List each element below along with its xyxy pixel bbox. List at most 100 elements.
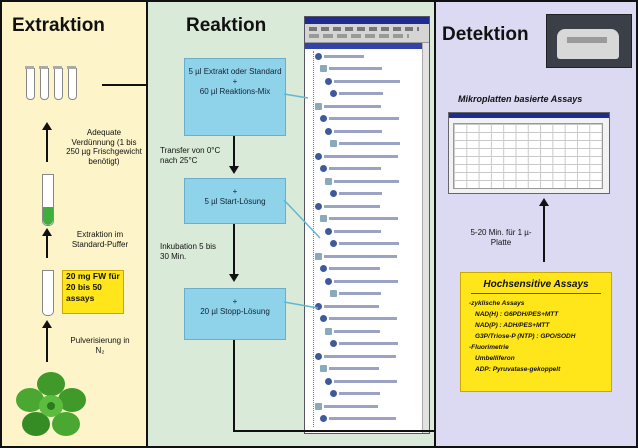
tree-row[interactable]: [309, 401, 425, 413]
plate-caption: Mikroplatten basierte Assays: [458, 94, 583, 104]
tree-row-text: [324, 404, 378, 408]
tree-row-text: [334, 229, 381, 233]
tube-fill: [43, 207, 53, 225]
arrow-down-to-detection: [233, 340, 235, 432]
tree-row[interactable]: [309, 151, 425, 163]
step-dilution-label: Adequate Verdünnung (1 bis 250 µg Frisch…: [66, 128, 142, 166]
tree-row-text: [334, 79, 400, 83]
node-icon: [325, 227, 332, 235]
arrow-up: [46, 234, 48, 258]
tree-row[interactable]: [309, 139, 425, 151]
node-icon: [330, 190, 337, 198]
tree-row-text: [334, 329, 380, 333]
tree-row[interactable]: [309, 101, 425, 113]
tree-row[interactable]: [309, 289, 425, 301]
tree-row[interactable]: [309, 276, 425, 288]
tree-row-text: [324, 354, 396, 358]
tree-row-text: [329, 217, 398, 221]
plate-reader-photo: [546, 14, 632, 68]
tree-row[interactable]: [309, 326, 425, 338]
tree-row[interactable]: [309, 189, 425, 201]
document-icon: [320, 365, 327, 373]
tree-row-text: [324, 104, 381, 108]
tree-row[interactable]: [309, 164, 425, 176]
node-icon: [325, 77, 332, 85]
assays-divider: [471, 293, 601, 294]
document-icon: [315, 402, 322, 410]
tree-row-text: [324, 204, 380, 208]
assay-item: -Fluorimetrie: [469, 344, 509, 351]
scrollbar[interactable]: [422, 43, 429, 433]
tree-row[interactable]: [309, 314, 425, 326]
toolbar-buttons: [309, 34, 409, 38]
tree-row-text: [329, 367, 379, 371]
tree-row-text: [339, 242, 399, 246]
box2-line: 5 µl Start-Lösung: [204, 197, 266, 206]
step-box-extract-mix: 5 µl Extrakt oder Standard + 60 µl Reakt…: [184, 58, 286, 136]
tree-list: [309, 51, 425, 427]
detection-panel: Detektion Mikroplatten basierte Assays 5…: [436, 2, 636, 446]
tree-row[interactable]: [309, 239, 425, 251]
node-icon: [320, 115, 327, 123]
tree-row[interactable]: [309, 76, 425, 88]
node-icon: [330, 340, 337, 348]
tree-row[interactable]: [309, 251, 425, 263]
window-title-bar: [305, 17, 429, 24]
tree-row[interactable]: [309, 176, 425, 188]
arrow-to-reaction: [102, 84, 172, 86]
document-icon: [320, 215, 327, 223]
tree-row[interactable]: [309, 201, 425, 213]
tree-row-text: [334, 129, 382, 133]
reader-slot: [567, 37, 607, 43]
document-icon: [325, 327, 332, 335]
tree-row[interactable]: [309, 414, 425, 426]
assays-title: Hochsensitive Assays: [483, 279, 589, 290]
tree-row-text: [329, 417, 396, 421]
document-icon: [320, 65, 327, 73]
node-icon: [315, 202, 322, 210]
test-tube-icon: [53, 66, 63, 100]
tree-row[interactable]: [309, 126, 425, 138]
tree-row[interactable]: [309, 226, 425, 238]
tree-row-text: [334, 379, 397, 383]
tree-row[interactable]: [309, 264, 425, 276]
tree-row[interactable]: [309, 64, 425, 76]
step-powder-label: Pulverisierung in N₂: [70, 336, 130, 355]
tree-row-text: [324, 154, 398, 158]
tree-row[interactable]: [309, 214, 425, 226]
software-window-screenshot: [304, 16, 430, 434]
node-icon: [320, 315, 327, 323]
tree-row[interactable]: [309, 389, 425, 401]
node-icon: [320, 415, 327, 423]
document-icon: [330, 290, 337, 298]
assay-item: G3P/Triose-P (NTP) : GPO/SODH: [475, 333, 576, 340]
tree-row[interactable]: [309, 51, 425, 63]
test-tube-icon: [25, 66, 35, 100]
tree-row[interactable]: [309, 114, 425, 126]
microplate-grid-screenshot: [448, 112, 610, 194]
detection-title: Detektion: [442, 24, 529, 45]
tree-row[interactable]: [309, 339, 425, 351]
box1-line1: 5 µl Extrakt oder Standard: [188, 67, 282, 76]
node-icon: [325, 127, 332, 135]
assay-item: Umbelliferon: [475, 355, 515, 362]
plate-window-title: [449, 113, 609, 118]
reaction-panel: Reaktion 5 µl Extrakt oder Standard + 60…: [148, 2, 436, 446]
tree-row[interactable]: [309, 376, 425, 388]
document-icon: [315, 252, 322, 260]
plate-grid: [453, 123, 603, 189]
tree-row[interactable]: [309, 351, 425, 363]
arrow-head-up: [42, 320, 52, 328]
box1-plus: +: [232, 77, 238, 86]
tree-row[interactable]: [309, 364, 425, 376]
tree-row-text: [339, 292, 381, 296]
tree-row-text: [324, 254, 397, 258]
tree-row[interactable]: [309, 301, 425, 313]
toolbar-buttons: [309, 27, 419, 31]
node-icon: [325, 277, 332, 285]
tree-row[interactable]: [309, 89, 425, 101]
arrow-head-down: [229, 166, 239, 174]
